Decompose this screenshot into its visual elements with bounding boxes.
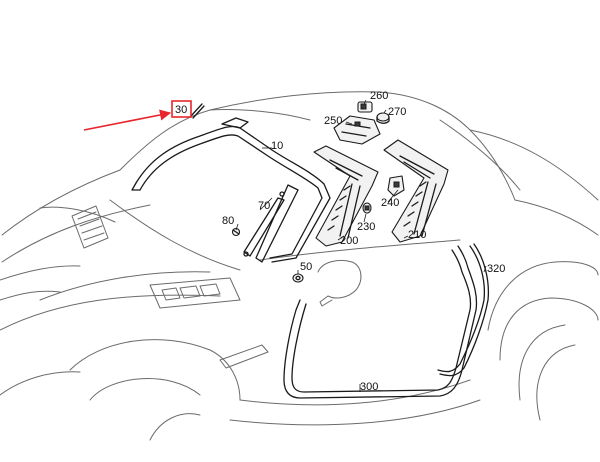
callout-10: 10 [271,140,283,152]
part-80-clip[interactable] [231,227,241,237]
leader-lines [235,99,487,392]
part-270-cap[interactable] [376,112,390,124]
part-200-pillar-panel[interactable] [313,145,379,247]
callout-80: 80 [222,215,234,227]
part-250-bracket[interactable] [333,115,381,145]
part-10-windshield-frame[interactable] [131,117,331,263]
callout-200: 200 [340,235,358,247]
car-body-outline [0,91,599,441]
part-30-pin[interactable] [190,103,205,119]
callout-300: 300 [360,381,378,393]
part-230-fastener[interactable] [362,202,372,214]
part-260-switch[interactable] [357,101,373,113]
part-70-pillar-strip[interactable] [243,184,299,263]
callout-230: 230 [357,221,375,233]
highlight-box [171,100,192,118]
callout-250: 250 [324,115,342,127]
callout-50: 50 [300,261,312,273]
part-240-latch[interactable] [387,175,405,197]
callout-320: 320 [487,263,505,275]
callout-240: 240 [381,197,399,209]
part-50-grommet[interactable] [292,273,304,283]
part-300-door-seal[interactable] [283,245,478,399]
highlight-arrow [83,109,172,131]
callout-260: 260 [370,90,388,102]
part-210-pillar-panel[interactable] [383,139,449,243]
callout-70: 70 [258,200,270,212]
callout-270: 270 [388,106,406,118]
part-320-door-strip[interactable] [437,243,490,377]
callout-210: 210 [408,229,426,241]
callout-30: 30 [175,104,187,116]
